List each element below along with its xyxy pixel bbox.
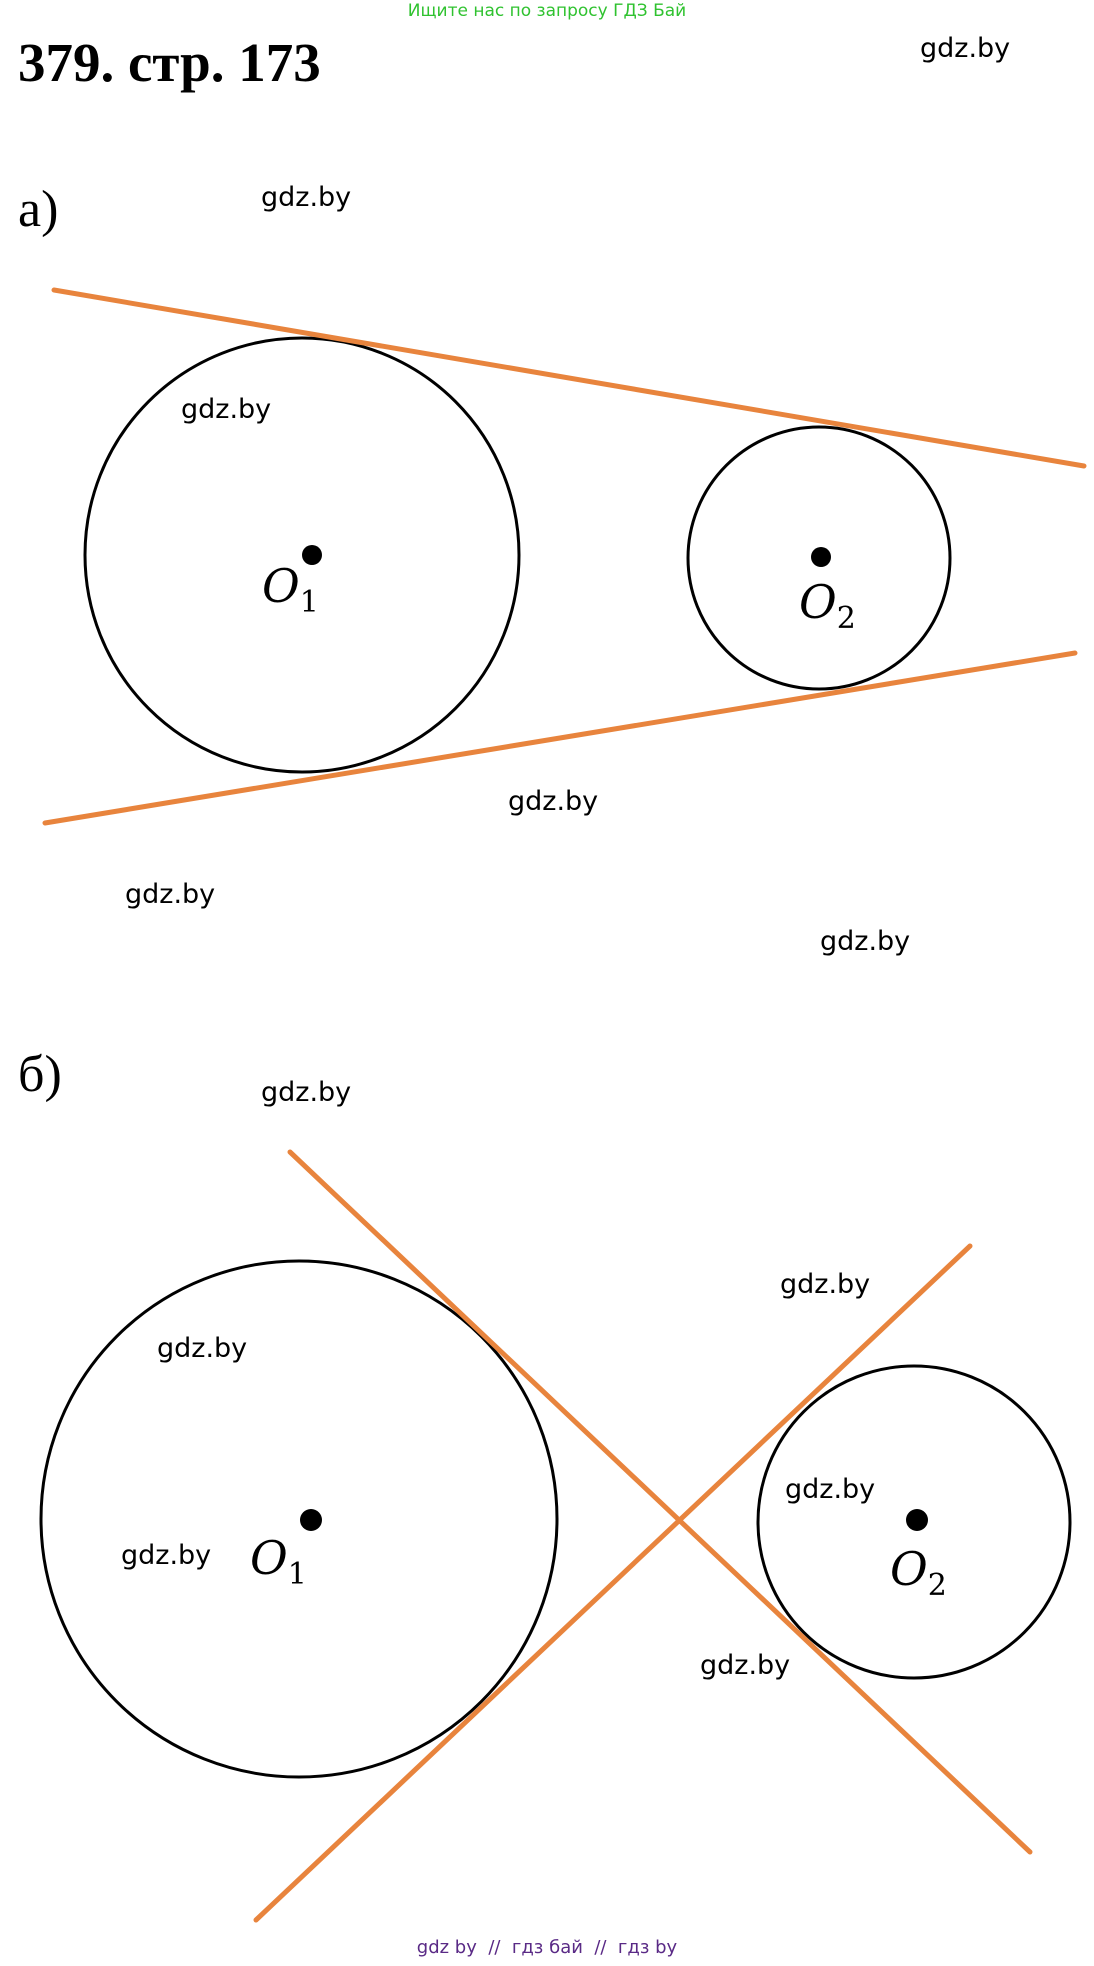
watermark: gdz.by: [920, 33, 1011, 64]
part-b-tangent-descending: [287, 1149, 1033, 1855]
part-a-label: а): [18, 181, 59, 238]
part-a-center-o2-dot: [811, 547, 831, 567]
footer-links: gdz by // гдз бай // гдз by: [416, 1937, 678, 1958]
watermark: gdz.by: [261, 1077, 352, 1108]
watermark: gdz.by: [820, 926, 911, 957]
part-a-circle-o1: [83, 336, 521, 774]
watermark: gdz.by: [508, 786, 599, 817]
top-banner: Ищите нас по запросу ГДЗ Бай: [407, 1, 687, 21]
part-a-center-o1-label: O1: [262, 559, 319, 620]
watermark: gdz.by: [261, 182, 352, 213]
watermark: gdz.by: [181, 394, 272, 425]
part-b-figure: O1 O2: [39, 1149, 1072, 1923]
part-a-circle-o2: [686, 425, 952, 691]
watermark: gdz.by: [785, 1474, 876, 1505]
part-b-circle-o2: [756, 1364, 1072, 1680]
part-b-label: б): [18, 1046, 62, 1103]
part-b-center-o2-dot: [906, 1509, 928, 1531]
part-a-figure: O1 O2: [42, 287, 1087, 826]
part-a-center-o2-label: O2: [799, 575, 856, 636]
part-b-tangent-ascending: [253, 1243, 973, 1923]
part-b-center-o2-label: O2: [890, 1542, 947, 1603]
watermark: gdz.by: [157, 1333, 248, 1364]
part-b-circle-o1: [39, 1259, 559, 1779]
task-title: 379. стр. 173: [18, 32, 321, 93]
watermark: gdz.by: [780, 1269, 871, 1300]
part-a-center-o1-dot: [302, 545, 322, 565]
part-b-center-o1-dot: [300, 1509, 322, 1531]
watermark: gdz.by: [121, 1540, 212, 1571]
watermark: gdz.by: [700, 1650, 791, 1681]
part-a-tangent-lower: [42, 650, 1078, 826]
part-b-center-o1-label: O1: [250, 1531, 307, 1592]
watermark: gdz.by: [125, 879, 216, 910]
part-a-tangent-upper: [51, 287, 1087, 469]
